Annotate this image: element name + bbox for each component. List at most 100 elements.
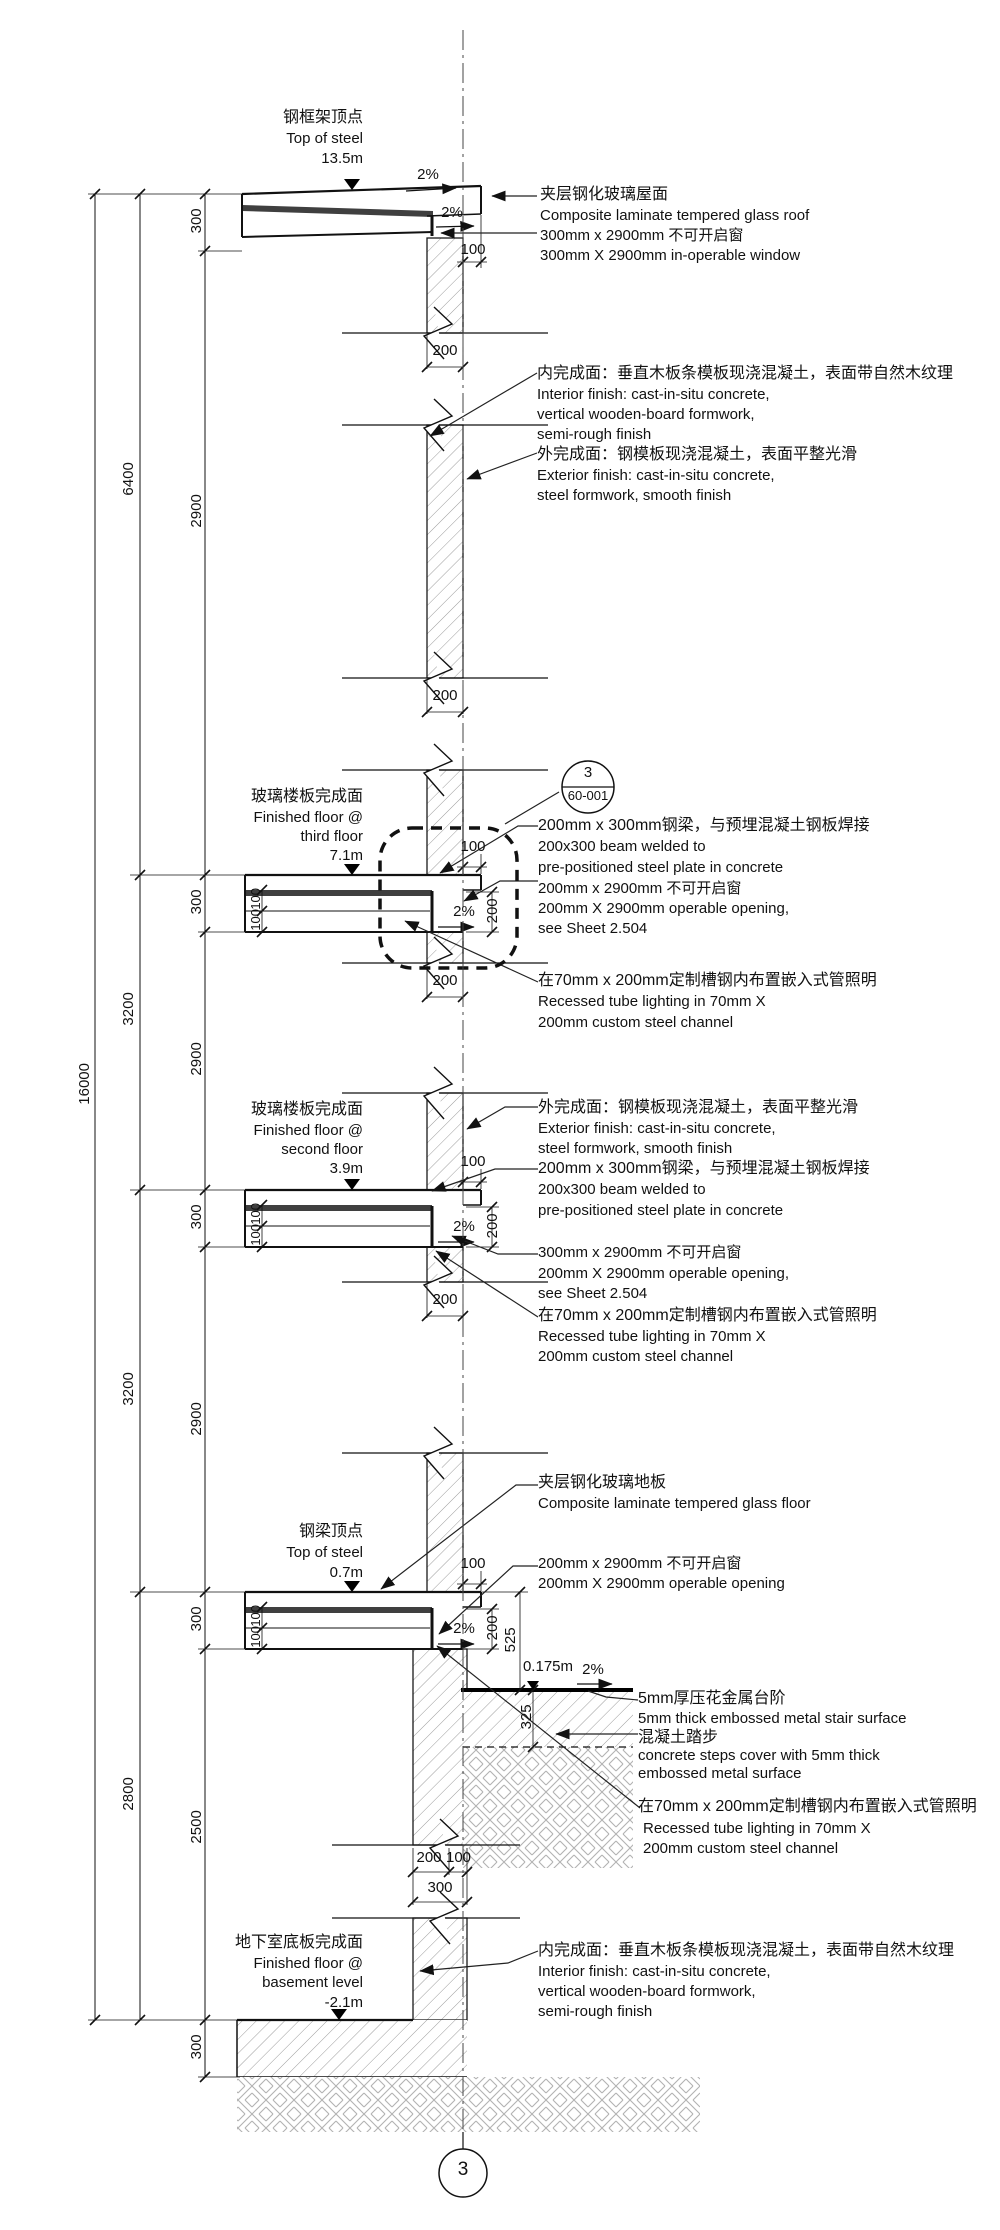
slope-3f: 2% (453, 903, 475, 920)
note-opening-3f-zh: 200mm x 2900mm 不可开启窗 (538, 880, 742, 897)
note-beam-3f-zh: 200mm x 300mm钢梁，与预埋混凝土钢板焊接 (538, 817, 870, 834)
note-exterior-finish-en2: steel formwork, smooth finish (537, 487, 732, 504)
slope-roof-top: 2% (417, 166, 439, 183)
dim-100-gf-b: 100 (248, 1625, 264, 1648)
dim-2900-c: 2900 (188, 1402, 206, 1436)
note-stair-metal-en: 5mm thick embossed metal stair surface (638, 1710, 907, 1727)
detail-bubble-sheet: 60-001 (567, 788, 609, 803)
note-beam-3f-en1: 200x300 beam welded to (538, 838, 706, 855)
slope-gf: 2% (453, 1620, 475, 1637)
basement-level-label-en2: basement level (262, 1974, 363, 1991)
roof-level-label-en: Top of steel (286, 130, 363, 147)
note-ground-window-en: 200mm X 2900mm operable opening (538, 1575, 785, 1592)
dim-200-break-2: 200 (432, 687, 458, 704)
note-lighting-3f-zh: 在70mm x 200mm定制槽钢内布置嵌入式管照明 (538, 972, 877, 989)
slope-2f: 2% (453, 1218, 475, 1235)
dim-525: 525 (502, 1627, 520, 1653)
dim-200-3f: 200 (484, 898, 502, 924)
ground-level-elevation: 0.7m (329, 1564, 363, 1581)
dim-100-foundation: 100 (446, 1849, 472, 1866)
dim-200-gf: 200 (484, 1615, 502, 1641)
note-beam-2f-en1: 200x300 beam welded to (538, 1181, 706, 1198)
slope-grade: 2% (582, 1661, 604, 1678)
note-opening-3f-en2: see Sheet 2.504 (538, 920, 648, 937)
slope-roof-window: 2% (441, 204, 463, 221)
note-interior-finish-bsmt-en2: vertical wooden-board formwork, (538, 1983, 756, 2000)
note-interior-finish-en3: semi-rough finish (537, 426, 652, 443)
note-stair-metal-zh: 5mm厚压花金属台阶 (638, 1690, 786, 1707)
note-beam-3f-en2: pre-positioned steel plate in concrete (538, 859, 784, 876)
dim-200-break-4: 200 (432, 1291, 458, 1308)
note-lighting-2f-zh: 在70mm x 200mm定制槽钢内布置嵌入式管照明 (538, 1307, 877, 1324)
dim-6400: 6400 (120, 462, 138, 496)
dim-300-2f: 300 (188, 1204, 206, 1230)
note-opening-3f-en1: 200mm X 2900mm operable opening, (538, 900, 789, 917)
dim-100-2f-top: 100 (460, 1153, 486, 1170)
grid-bubble-number: 3 (457, 2159, 469, 2180)
note-opening-2f-zh: 300mm x 2900mm 不可开启窗 (538, 1244, 742, 1261)
detail-bubble-number: 3 (583, 764, 593, 781)
dim-200-break-1: 200 (432, 342, 458, 359)
dim-100-gf-top: 100 (460, 1555, 486, 1572)
note-lighting-2f-en1: Recessed tube lighting in 70mm X (538, 1328, 766, 1345)
dim-3200-b: 3200 (120, 1372, 138, 1406)
third-floor-label-en2: third floor (300, 828, 363, 845)
note-exterior-finish-2f-en1: Exterior finish: cast-in-situ concrete, (538, 1120, 776, 1137)
third-floor-label-zh: 玻璃楼板完成面 (250, 788, 363, 805)
note-lighting-3f-en1: Recessed tube lighting in 70mm X (538, 993, 766, 1010)
note-roof-window-zh: 300mm x 2900mm 不可开启窗 (540, 227, 744, 244)
note-beam-2f-zh: 200mm x 300mm钢梁，与预埋混凝土钢板焊接 (538, 1160, 870, 1177)
dim-2800: 2800 (120, 1777, 138, 1811)
note-interior-finish-bsmt-en1: Interior finish: cast-in-situ concrete, (538, 1963, 771, 1980)
note-exterior-finish-en1: Exterior finish: cast-in-situ concrete, (537, 467, 775, 484)
dim-2900-a: 2900 (188, 494, 206, 528)
note-lighting-3f-en2: 200mm custom steel channel (538, 1014, 734, 1031)
second-floor-elevation: 3.9m (329, 1160, 363, 1177)
basement-level-elevation: -2.1m (324, 1994, 363, 2011)
second-floor-label-en2: second floor (281, 1141, 363, 1158)
dim-16000: 16000 (76, 1063, 94, 1105)
dim-200-2f: 200 (484, 1213, 502, 1239)
note-roof-window-en: 300mm X 2900mm in-operable window (540, 247, 801, 264)
dim-2500: 2500 (188, 1810, 206, 1844)
third-floor-elevation: 7.1m (329, 847, 363, 864)
note-lighting-stair-en2: 200mm custom steel channel (643, 1840, 839, 1857)
note-exterior-finish-2f-en2: steel formwork, smooth finish (538, 1140, 733, 1157)
second-floor-label-en1: Finished floor @ (253, 1122, 363, 1139)
note-floor-glass-zh: 夹层钢化玻璃地板 (538, 1474, 667, 1491)
note-interior-finish-en2: vertical wooden-board formwork, (537, 406, 755, 423)
note-interior-finish-bsmt-en3: semi-rough finish (538, 2003, 653, 2020)
dim-300-3f: 300 (188, 889, 206, 915)
ground-level-label-zh: 钢梁顶点 (298, 1523, 363, 1540)
note-ground-window-zh: 200mm x 2900mm 不可开启窗 (538, 1555, 742, 1572)
basement-level-label-zh: 地下室底板完成面 (234, 1934, 363, 1951)
note-lighting-2f-en2: 200mm custom steel channel (538, 1348, 734, 1365)
dim-200-break-3: 200 (432, 972, 458, 989)
note-interior-finish-en1: Interior finish: cast-in-situ concrete, (537, 386, 770, 403)
dim-300-roof: 300 (188, 208, 206, 234)
dim-2900-b: 2900 (188, 1042, 206, 1076)
note-floor-glass-en: Composite laminate tempered glass floor (538, 1495, 811, 1512)
note-lighting-stair-zh: 在70mm x 200mm定制槽钢内布置嵌入式管照明 (638, 1798, 977, 1815)
dim-300-gf: 300 (188, 1606, 206, 1632)
dim-300-bsmt: 300 (188, 2034, 206, 2060)
note-stair-concrete-en2: embossed metal surface (638, 1765, 802, 1782)
grade-level-elevation: 0.175m (522, 1658, 574, 1675)
note-stair-concrete-en1: concrete steps cover with 5mm thick (638, 1747, 880, 1764)
note-stair-concrete-zh: 混凝土踏步 (638, 1729, 719, 1746)
note-interior-finish-zh: 内完成面：垂直木板条模板现浇混凝土，表面带自然木纹理 (537, 365, 954, 382)
basement-level-label-en1: Finished floor @ (253, 1955, 363, 1972)
dim-100-2f-b: 100 (248, 1223, 264, 1246)
note-beam-2f-en2: pre-positioned steel plate in concrete (538, 1202, 784, 1219)
third-floor-label-en1: Finished floor @ (253, 809, 363, 826)
note-opening-2f-en1: 200mm X 2900mm operable opening, (538, 1265, 789, 1282)
dim-200-foundation: 200 (416, 1849, 442, 1866)
dim-100-3f-b: 100 (248, 908, 264, 931)
note-lighting-stair-en1: Recessed tube lighting in 70mm X (643, 1820, 871, 1837)
dim-100-roof: 100 (460, 241, 486, 258)
note-exterior-finish-2f-zh: 外完成面：钢模板现浇混凝土，表面平整光滑 (538, 1099, 859, 1116)
dim-300-foundation: 300 (427, 1879, 453, 1896)
dim-3200-a: 3200 (120, 992, 138, 1026)
